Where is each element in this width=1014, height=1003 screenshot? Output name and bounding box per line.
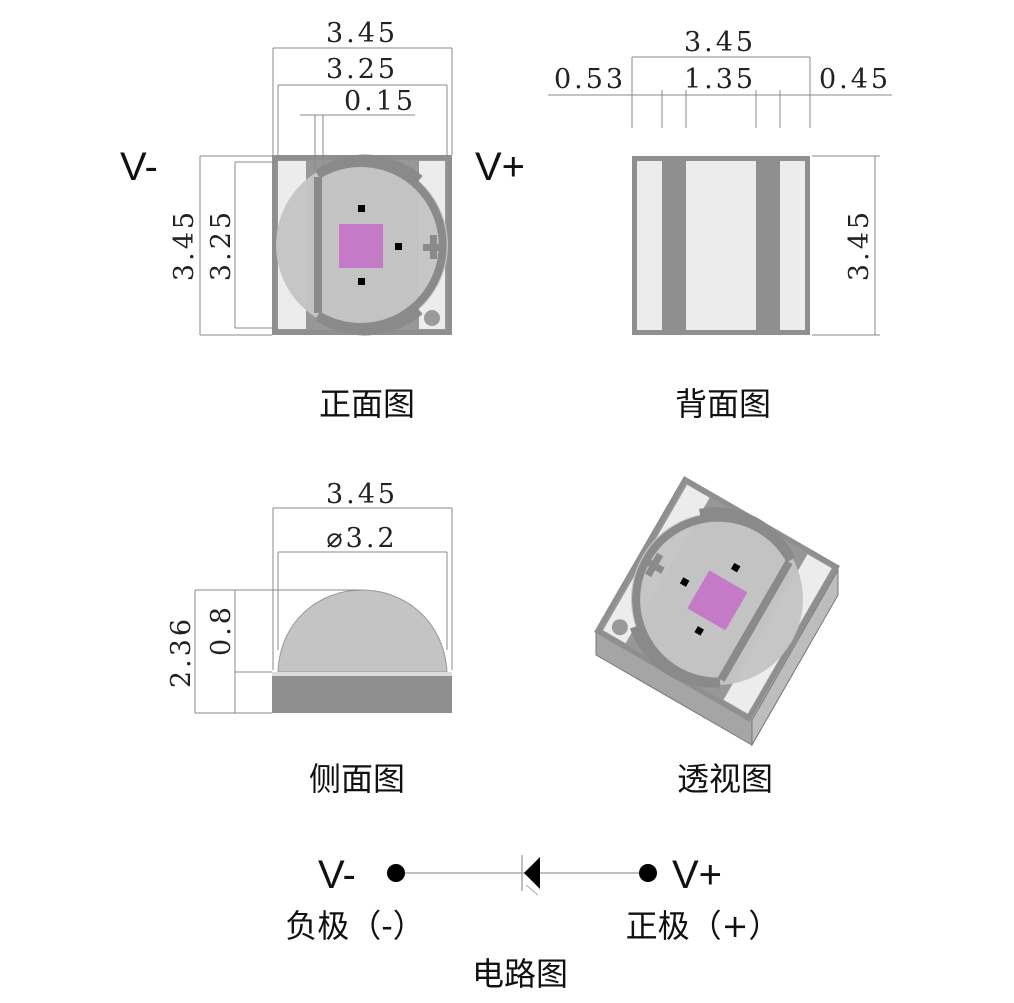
front-outer-height: 3.45 <box>169 209 200 281</box>
back-height: 3.45 <box>844 209 875 281</box>
back-left: 0.53 <box>554 64 626 95</box>
front-view: 3.45 3.25 0.15 3.45 3.25 V- V+ 正面图 <box>120 18 525 423</box>
front-pos-label: V+ <box>475 145 525 189</box>
pos-terminal-dot <box>639 864 657 882</box>
side-view-caption: 侧面图 <box>309 760 405 798</box>
circuit-caption: 电路图 <box>472 955 568 993</box>
side-dome-diameter: ⌀3.2 <box>326 523 397 554</box>
side-total-height: 2.36 <box>166 616 197 688</box>
front-view-caption: 正面图 <box>319 385 415 423</box>
circuit-neg-desc: 负极（-） <box>285 907 425 945</box>
front-gap: 0.15 <box>344 86 416 117</box>
front-inner-width: 3.25 <box>326 54 398 85</box>
perspective-view-caption: 透视图 <box>677 760 773 798</box>
side-base-height: 0.8 <box>206 604 237 656</box>
side-view: 3.45 ⌀3.2 2.36 0.8 侧面图 <box>166 479 453 798</box>
neg-terminal-dot <box>387 864 405 882</box>
diode-symbol <box>524 857 540 889</box>
back-view: 3.45 0.53 1.35 0.45 3.45 背面图 <box>548 27 892 423</box>
back-width: 3.45 <box>684 27 756 58</box>
side-width: 3.45 <box>326 479 398 510</box>
perspective-view: 透视图 <box>594 476 840 798</box>
front-neg-label: V- <box>120 145 158 189</box>
circuit-neg-label: V- <box>318 853 356 897</box>
circuit-pos-desc: 正极（+） <box>626 907 781 945</box>
back-right: 0.45 <box>819 64 891 95</box>
circuit-diagram: V- V+ 负极（-） 正极（+） 电路图 <box>285 853 780 993</box>
front-inner-height: 3.25 <box>206 209 237 281</box>
back-view-caption: 背面图 <box>675 385 771 423</box>
front-outer-width: 3.45 <box>326 18 398 49</box>
back-middle: 1.35 <box>684 64 756 95</box>
circuit-pos-label: V+ <box>672 853 722 897</box>
